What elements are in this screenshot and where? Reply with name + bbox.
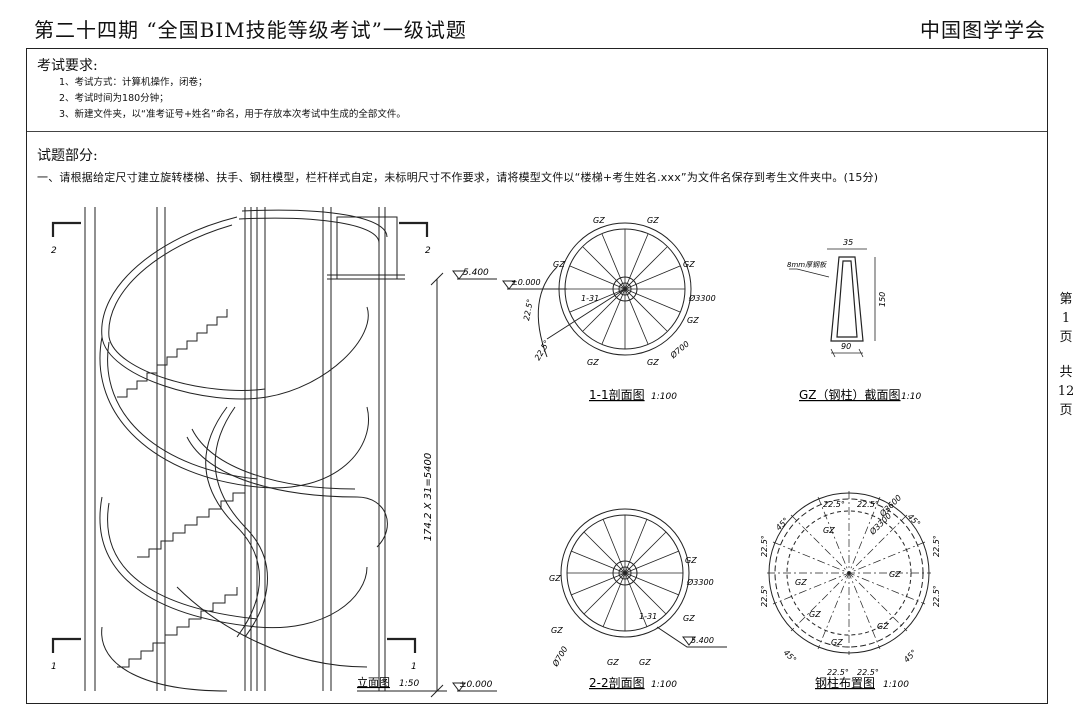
exam-title: 第二十四期 “全国BIM技能等级考试”一级试题 (34, 18, 467, 42)
layout-angle-small: 22.5° (760, 585, 769, 607)
requirement-item: 3、新建文件夹，以“准考证号+姓名”命名，用于存放本次考试中生成的全部文件。 (59, 109, 406, 120)
elevation-title: 立面图 (357, 675, 390, 689)
section-2-2-diameter-outer: Ø3300 (686, 577, 714, 587)
layout-gz-label: GZ (877, 622, 889, 631)
elevation-scale: 1:50 (399, 679, 419, 689)
page-indicator: 第 1 页 共 12 页 (1056, 290, 1076, 420)
layout-angle-small: 22.5° (827, 668, 849, 677)
requirement-item: 1、考试方式：计算机操作，闭卷； (59, 77, 208, 88)
section-1-1-angle-a: 22.5° (522, 298, 535, 321)
section-1-1-level: ±0.000 (511, 278, 541, 287)
gz-bottom-width: 90 (841, 342, 851, 351)
elevation-level-bottom: ±0.000 (459, 680, 493, 690)
elevation-level-top: 5.400 (463, 268, 489, 278)
layout-angle-small: 22.5° (932, 585, 941, 607)
total-pages: 12 (1057, 384, 1075, 399)
layout-gz-label: GZ (823, 526, 835, 535)
section-2-2-gz-label: GZ (549, 574, 561, 583)
layout-angle-large: 45° (774, 516, 790, 532)
layout-angle-small: 22.5° (857, 500, 879, 509)
layout-angle-small: 22.5° (932, 535, 941, 557)
page-number: 1 (1061, 311, 1071, 326)
elevation-view (51, 207, 497, 698)
layout-angle-large: 45° (906, 512, 922, 528)
section-2-2-gz-label: GZ (607, 658, 619, 667)
organization-name: 中国图学学会 (920, 18, 1046, 42)
section-1-1-step-label: 1-31 (581, 294, 599, 303)
technical-drawing: 2 2 1 1 5.400 ±0.000 174.2 X 31=5400 立面图… (51, 207, 941, 698)
layout-angle-small: 22.5° (823, 500, 845, 509)
section-1-1-diameter-outer: Ø3300 (688, 293, 716, 303)
section-1-1-gz-label: GZ (647, 358, 659, 367)
section-1-1-title: 1-1剖面图 (589, 388, 645, 402)
section-1-1-gz-label: GZ (647, 216, 659, 225)
requirement-item: 2、考试时间为180分钟； (59, 93, 169, 104)
section-1-1-angle-b: 22.5° (533, 339, 552, 362)
section-2-2-gz-label: GZ (683, 614, 695, 623)
gz-height: 150 (878, 292, 887, 307)
section-1-1-gz-label: GZ (593, 216, 605, 225)
layout-angle-large: 45° (782, 648, 798, 664)
column-layout-scale: 1:100 (883, 680, 909, 690)
layout-angle-large: 45° (902, 648, 918, 664)
drawing-frame: 考试要求: 1、考试方式：计算机操作，闭卷； 2、考试时间为180分钟； 3、新… (26, 48, 1048, 704)
layout-gz-label: GZ (831, 638, 843, 647)
requirements-heading: 考试要求: (37, 58, 98, 74)
layout-angle-small: 22.5° (760, 535, 769, 557)
layout-gz-label: GZ (795, 578, 807, 587)
section-1-1-gz-label: GZ (553, 260, 565, 269)
section-2-2-title: 2-2剖面图 (589, 676, 645, 690)
section-2-2-gz-label: GZ (551, 626, 563, 635)
page-label: 第 (1059, 292, 1073, 307)
section-1-1-diameter-inner: Ø700 (667, 339, 691, 361)
section-2-2-scale: 1:100 (651, 680, 677, 690)
total-unit: 页 (1059, 403, 1073, 418)
task-statement: 一、请根据给定尺寸建立旋转楼梯、扶手、钢柱模型，栏杆样式自定，未标明尺寸不作要求… (37, 171, 879, 184)
gz-top-width: 35 (843, 238, 853, 247)
section-2-2-gz-label: GZ (639, 658, 651, 667)
cut-label-2-right: 2 (425, 246, 431, 256)
section-1-1-scale: 1:100 (651, 392, 677, 402)
elevation-height-dimension: 174.2 X 31=5400 (423, 453, 434, 541)
page-unit: 页 (1059, 330, 1073, 345)
section-2-2-gz-label: GZ (685, 556, 697, 565)
layout-gz-label: GZ (809, 610, 821, 619)
section-1-1-plan (502, 222, 692, 358)
gz-section-title: GZ（钢柱）截面图 (799, 387, 901, 402)
section-1-1-gz-label: GZ (683, 260, 695, 269)
layout-gz-label: GZ (889, 570, 901, 579)
cut-label-1-left: 1 (51, 662, 57, 672)
gz-section-scale: 1:10 (901, 392, 921, 402)
section-2-2-step-label: 1-31 (639, 612, 657, 621)
section-2-2-level: 5.400 (691, 636, 714, 645)
gz-section-profile (789, 248, 876, 358)
total-label: 共 (1059, 365, 1073, 380)
column-layout-title: 钢柱布置图 (815, 675, 875, 690)
layout-angle-small: 22.5° (857, 668, 879, 677)
section-2-2-plan (560, 508, 727, 648)
questions-heading: 试题部分: (37, 148, 98, 164)
column-layout-plan (767, 491, 931, 655)
section-2-2-diameter-inner: Ø700 (550, 644, 570, 669)
section-divider (27, 131, 1047, 132)
exam-requirements: 考试要求: 1、考试方式：计算机操作，闭卷； 2、考试时间为180分钟； 3、新… (37, 55, 406, 123)
section-1-1-gz-label: GZ (687, 316, 699, 325)
cut-label-1-right: 1 (411, 662, 417, 672)
section-1-1-gz-label: GZ (587, 358, 599, 367)
gz-thickness-label: 8mm厚钢板 (787, 261, 827, 269)
cut-label-2-left: 2 (51, 246, 57, 256)
